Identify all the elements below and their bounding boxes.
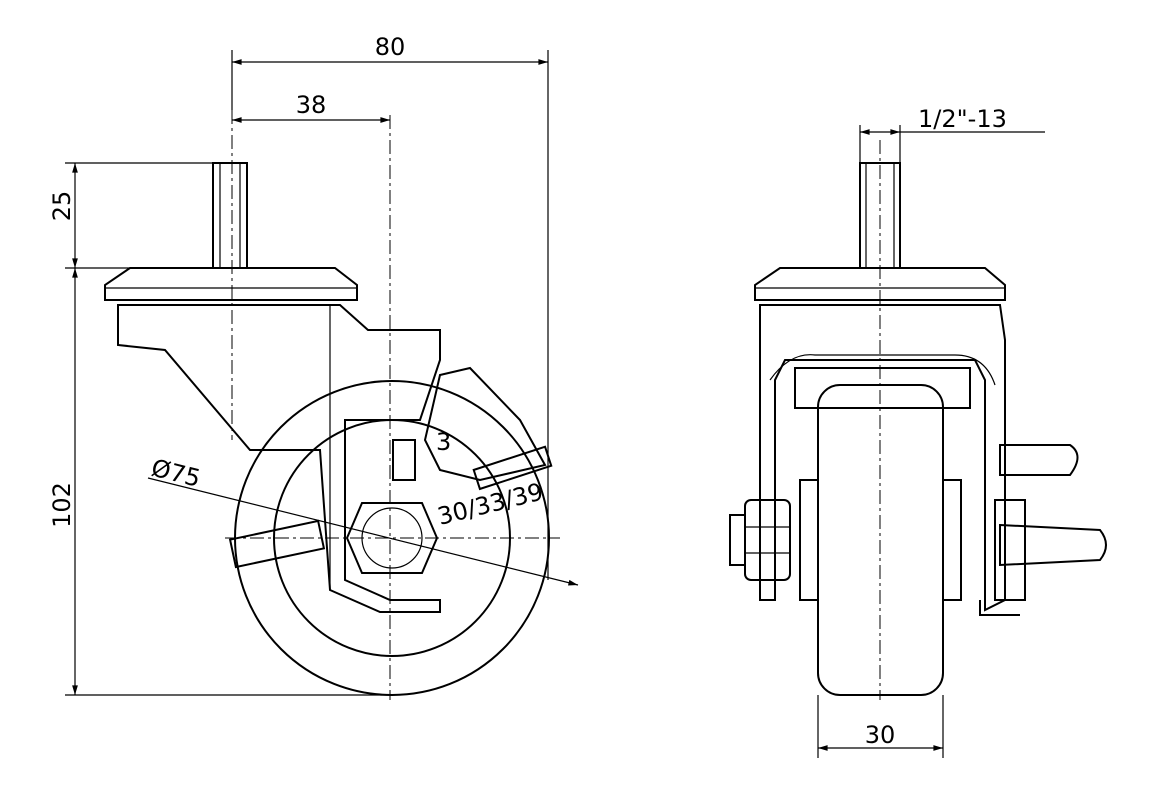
top-plate: [104, 267, 358, 301]
side-view: 80 38 25 102 Ø75 30/33/39 3: [48, 33, 579, 700]
brake-lever-upper: [999, 444, 1079, 476]
dim-38: 38: [296, 91, 327, 119]
dim-25: 25: [48, 191, 76, 222]
fork-front: [759, 304, 1006, 612]
brake-lever-lower: [999, 523, 1107, 567]
dim-thread: 1/2"-13: [918, 105, 1007, 133]
fork: [117, 304, 441, 613]
dim-80: 80: [375, 33, 406, 61]
dim-30: 30: [865, 721, 896, 749]
brake: [423, 366, 547, 482]
top-plate-front: [754, 267, 1006, 301]
brake-pedal-left: [228, 519, 326, 569]
dim-diameter-75: Ø75: [149, 454, 204, 493]
hub-nut: [345, 502, 439, 574]
front-view: 1/2"-13 30: [729, 105, 1107, 758]
threaded-stem: [212, 162, 248, 269]
brake-label: 3: [436, 428, 451, 456]
axle-nut: [744, 499, 791, 581]
dim-102: 102: [48, 482, 76, 528]
